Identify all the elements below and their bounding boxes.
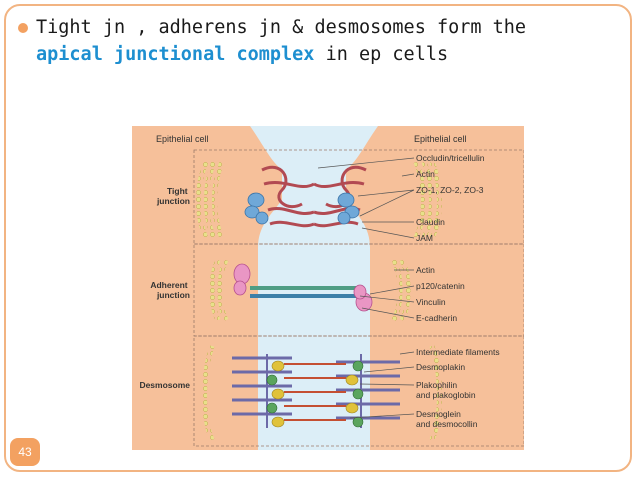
label-desmoplakin: Desmoplakin [416, 362, 465, 372]
adherent-junction-labels: Actin p120/catenin Vinculin E-cadherin [416, 265, 465, 323]
label-intermediate-filaments: Intermediate filaments [416, 347, 500, 357]
region-label-adherent-line2: junction [156, 290, 190, 300]
cell-label-right: Epithelial cell [414, 134, 467, 144]
region-label-adherent-line1: Adherent [150, 280, 187, 290]
label-occludin: Occludin/tricellulin [416, 153, 485, 163]
bullet-marker [18, 23, 28, 33]
region-label-desmosome: Desmosome [139, 380, 190, 390]
adherens-cadherin [233, 263, 373, 312]
region-label-tight-line2: junction [156, 196, 190, 206]
label-jam: JAM [416, 233, 433, 243]
label-actin-adherent: Actin [416, 265, 435, 275]
bullet-line-1: Tight jn , adherens jn & desmosomes form… [36, 17, 527, 38]
desmosome-region [193, 335, 524, 447]
label-claudin: Claudin [416, 217, 445, 227]
label-desmoglein: Desmoglein [416, 409, 461, 419]
label-actin-tight: Actin [416, 169, 435, 179]
page-number-badge: 43 [10, 438, 40, 466]
label-p120: p120/catenin [416, 281, 465, 291]
desmosome-plaque [232, 354, 400, 428]
bullet-text: Tight jn , adherens jn & desmosomes form… [36, 14, 616, 68]
junction-diagram: Epithelial cell Epithelial cell Tight ju… [132, 126, 524, 450]
region-label-tight: Tight junction [156, 186, 190, 206]
bullet-line-2: apical junctional complex in ep cells [36, 41, 616, 68]
label-plakoglobin: and plakoglobin [416, 390, 476, 400]
bullet-line-2-rest: in ep cells [314, 44, 449, 65]
cell-label-left: Epithelial cell [156, 134, 209, 144]
label-vinculin: Vinculin [416, 297, 446, 307]
zo-proteins [244, 192, 360, 225]
label-desmocollin: and desmocollin [416, 419, 478, 429]
tight-junction-region [193, 149, 524, 245]
label-zo: ZO-1, ZO-2, ZO-3 [416, 185, 484, 195]
region-label-tight-line1: Tight [167, 186, 188, 196]
leader-lines [317, 157, 415, 419]
tight-junction-labels: Occludin/tricellulin Actin ZO-1, ZO-2, Z… [416, 153, 485, 243]
label-ecadherin: E-cadherin [416, 313, 457, 323]
highlight-term: apical junctional complex [36, 44, 315, 65]
label-plakophilin: Plakophilin [416, 380, 457, 390]
region-label-adherent: Adherent junction [150, 280, 190, 300]
desmosome-labels: Intermediate filaments Desmoplakin Plako… [416, 347, 500, 429]
actin-filaments [196, 161, 442, 441]
